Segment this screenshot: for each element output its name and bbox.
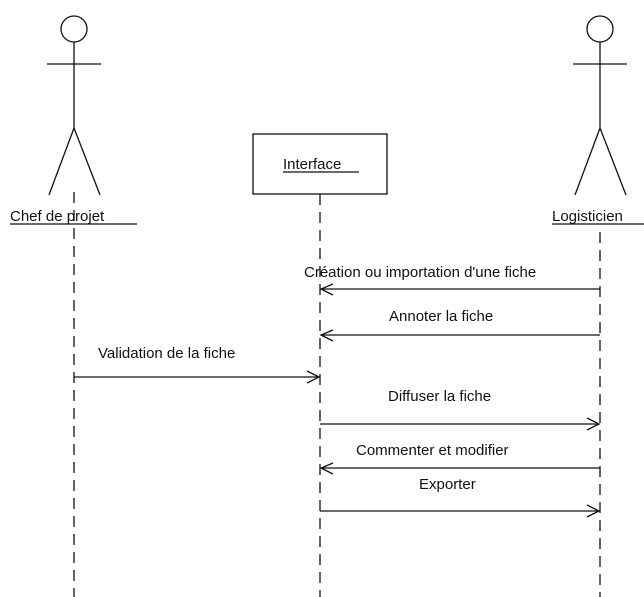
arrowhead-icon: [306, 370, 321, 384]
message-validation: Validation de la fiche: [74, 345, 321, 384]
message-label: Commenter et modifier: [356, 442, 509, 459]
arrowhead-icon: [319, 462, 334, 475]
message-label: Création ou importation d'une fiche: [304, 264, 536, 281]
object-interface: Interface: [252, 133, 388, 597]
arrowhead-icon: [586, 417, 601, 431]
message-label: Exporter: [419, 476, 476, 493]
actor-label: Chef de projet: [10, 208, 105, 225]
actor-logisticien: Logisticien: [552, 15, 644, 597]
message-annoter: Annoter la fiche: [319, 308, 600, 342]
message-label: Validation de la fiche: [98, 345, 235, 362]
message-label: Annoter la fiche: [389, 308, 493, 325]
message-diffuser: Diffuser la fiche: [320, 388, 601, 431]
message-commenter: Commenter et modifier: [319, 442, 600, 475]
arrowhead-icon: [319, 329, 334, 342]
arrowhead-icon: [319, 283, 334, 296]
actor-chef-de-projet: Chef de projet: [10, 15, 137, 597]
object-label: Interface: [283, 156, 341, 173]
actor-label: Logisticien: [552, 208, 623, 225]
arrowhead-icon: [586, 504, 601, 518]
stick-figure-icon: [573, 15, 627, 196]
message-exporter: Exporter: [320, 476, 601, 518]
message-label: Diffuser la fiche: [388, 388, 491, 405]
message-creation-importation: Création ou importation d'une fiche: [304, 264, 600, 296]
stick-figure-icon: [47, 15, 101, 196]
